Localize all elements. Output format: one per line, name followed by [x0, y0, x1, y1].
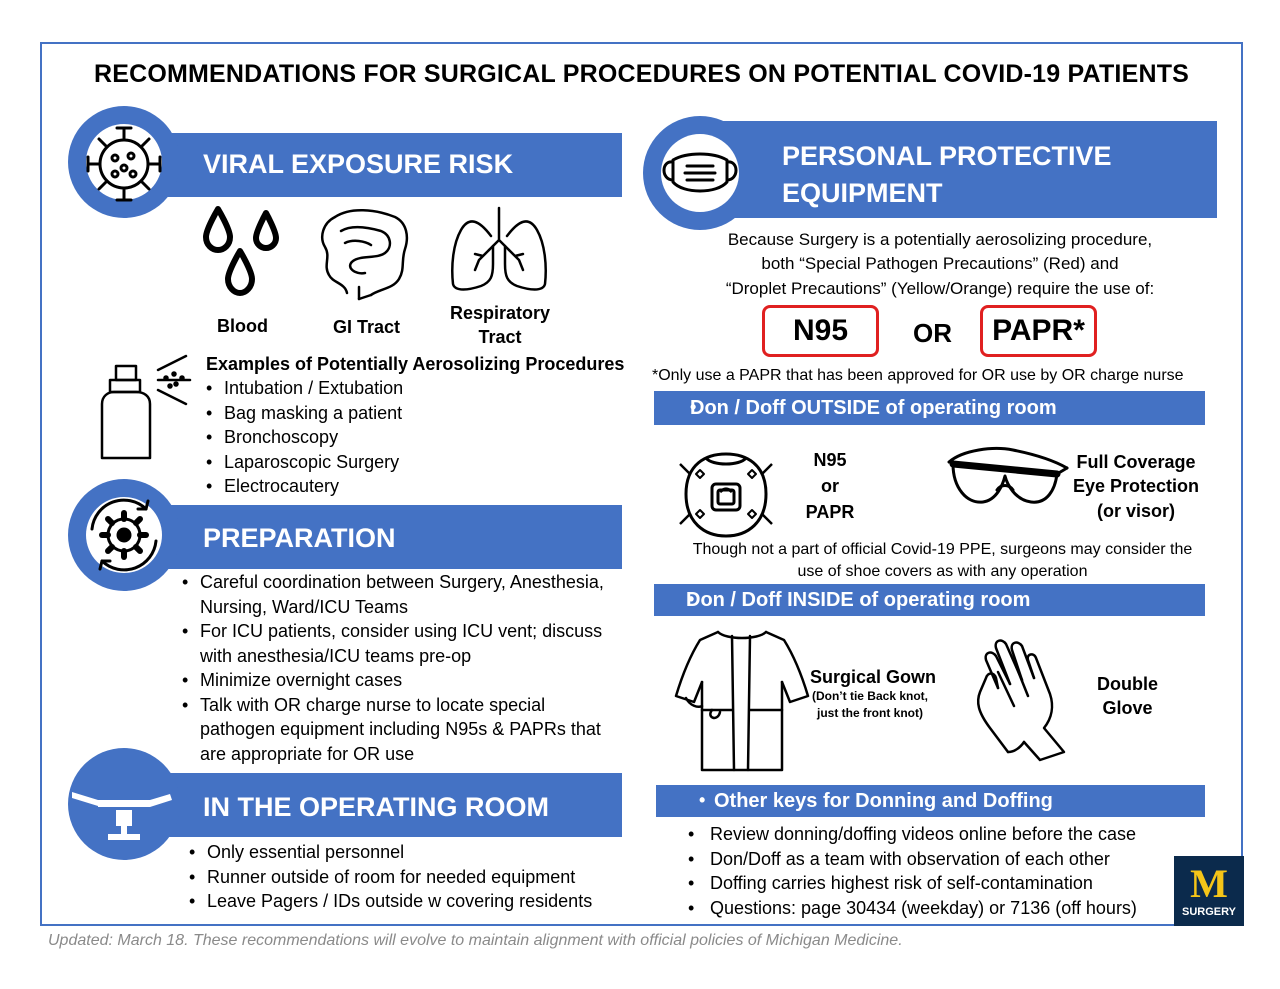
outside-bar-bullet: • — [690, 397, 697, 417]
respiratory-label-line1: Respiratory — [449, 303, 551, 323]
gown-note-line1: (Don’t tie Back knot, — [811, 689, 928, 703]
list-item: Doffing carries highest risk of self-con… — [688, 871, 1168, 896]
gloves-icon — [976, 639, 1066, 762]
list-item: Bronchoscopy — [206, 425, 606, 450]
face-mask-icon — [662, 152, 738, 193]
ppe-intro-line2: both “Special Pathogen Precautions” (Red… — [761, 254, 1119, 273]
viral-exposure-band: VIRAL EXPOSURE RISK — [110, 133, 622, 197]
preparation-heading: PREPARATION — [203, 523, 396, 553]
shoe-note-line2: use of shoe covers as with any operation — [797, 563, 1088, 580]
infographic-frame — [40, 42, 1243, 926]
ppe-heading-line2: EQUIPMENT — [782, 178, 943, 208]
shoe-note-line1: Though not a part of official Covid-19 P… — [692, 541, 1193, 558]
list-item: Laparoscopic Surgery — [206, 450, 606, 475]
papr-option-box: PAPR* — [980, 305, 1097, 357]
footer-note: Updated: March 18. These recommendations… — [48, 932, 903, 949]
eye-label-line1: Full Coverage — [1076, 452, 1196, 472]
list-item: Bag masking a patient — [206, 401, 606, 426]
outside-room-bar: Don / Doff OUTSIDE of operating room — [654, 391, 1205, 425]
list-item: Runner outside of room for needed equipm… — [189, 865, 619, 890]
ppe-heading-line1: PERSONAL PROTECTIVE — [782, 141, 1112, 171]
other-keys-label: Other keys for Donning and Doffing — [714, 790, 1053, 812]
examples-list: Intubation / Extubation Bag masking a pa… — [206, 376, 606, 499]
viral-exposure-heading: VIRAL EXPOSURE RISK — [203, 149, 514, 179]
spray-bottle-icon — [100, 354, 192, 460]
page-title: RECOMMENDATIONS FOR SURGICAL PROCEDURES … — [93, 60, 1190, 88]
glove-label-line1: Double — [1097, 674, 1158, 694]
list-item: Careful coordination between Surgery, An… — [182, 570, 612, 619]
blood-drops-icon — [203, 206, 279, 296]
other-keys-bullet: • — [699, 790, 706, 810]
surgical-gown-icon — [674, 630, 810, 772]
n95-respirator-icon — [679, 452, 773, 538]
ppe-band: PERSONAL PROTECTIVE EQUIPMENT — [700, 121, 1217, 218]
or-separator: OR — [913, 318, 952, 348]
gear-icon — [90, 498, 158, 572]
outside-room-label: Don / Doff OUTSIDE of operating room — [690, 397, 1057, 419]
list-item: For ICU patients, consider using ICU ven… — [182, 619, 612, 668]
lungs-icon — [451, 206, 547, 291]
gown-label: Surgical Gown — [810, 667, 937, 687]
virus-icon — [86, 126, 162, 202]
other-keys-bar: Other keys for Donning and Doffing — [656, 785, 1205, 817]
mask-label-line3: PAPR — [805, 502, 855, 522]
list-item: Don/Doff as a team with observation of e… — [688, 847, 1168, 872]
list-item: Leave Pagers / IDs outside w covering re… — [189, 889, 619, 914]
list-item: Intubation / Extubation — [206, 376, 606, 401]
glove-label-line2: Glove — [1102, 698, 1153, 718]
inside-bar-bullet: • — [688, 589, 695, 609]
operating-room-heading: IN THE OPERATING ROOM — [203, 792, 550, 822]
michigan-surgery-logo: M SURGERY — [1174, 856, 1244, 926]
list-item: Talk with OR charge nurse to locate spec… — [182, 693, 612, 767]
gi-tract-label: GI Tract — [333, 317, 401, 337]
papr-footnote: *Only use a PAPR that has been approved … — [652, 367, 1184, 384]
n95-option-box: N95 — [762, 305, 879, 357]
preparation-band: PREPARATION — [110, 505, 622, 569]
ppe-intro-line1: Because Surgery is a potentially aerosol… — [727, 230, 1153, 249]
blood-label: Blood — [217, 316, 268, 336]
inside-room-bar: Don / Doff INSIDE of operating room — [654, 584, 1205, 616]
respiratory-label-line2: Tract — [478, 327, 522, 347]
list-item: Review donning/doffing videos online bef… — [688, 822, 1168, 847]
mask-label-line1: N95 — [813, 450, 847, 470]
list-item: Electrocautery — [206, 474, 606, 499]
examples-heading: Examples of Potentially Aerosolizing Pro… — [206, 354, 625, 374]
logo-letter: M — [1190, 861, 1228, 906]
intestine-icon — [321, 209, 409, 301]
safety-goggles-icon — [947, 447, 1069, 504]
list-item: Questions: page 30434 (weekday) or 7136 … — [688, 896, 1168, 921]
gown-note-line2: just the front knot) — [817, 706, 923, 720]
ppe-intro-line3: “Droplet Precautions” (Yellow/Orange) re… — [725, 279, 1155, 298]
eye-label-line2: Eye Protection — [1072, 476, 1200, 496]
other-keys-list: Review donning/doffing videos online bef… — [688, 822, 1168, 920]
list-item: Only essential personnel — [189, 840, 619, 865]
eye-label-line3: (or visor) — [1096, 501, 1175, 521]
mask-label-line2: or — [821, 476, 839, 496]
inside-room-label: Don / Doff INSIDE of operating room — [686, 589, 1031, 611]
operating-room-list: Only essential personnel Runner outside … — [189, 840, 619, 914]
operating-table-icon — [72, 792, 172, 840]
logo-text: SURGERY — [1182, 906, 1236, 918]
list-item: Minimize overnight cases — [182, 668, 612, 693]
preparation-list: Careful coordination between Surgery, An… — [182, 570, 612, 766]
operating-room-band: IN THE OPERATING ROOM — [110, 773, 622, 837]
